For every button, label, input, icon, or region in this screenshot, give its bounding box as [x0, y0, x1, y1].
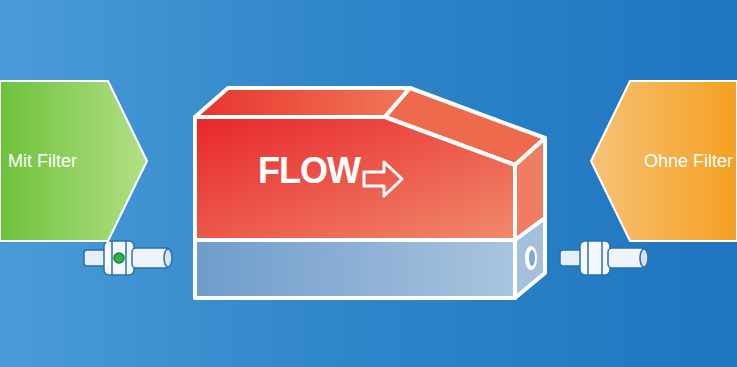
output-arrow: Ohne Filter [590, 80, 737, 242]
fitting-left [84, 241, 172, 275]
flow-arrow-icon [362, 159, 406, 199]
fitting-right [560, 241, 648, 275]
input-arrow: Mit Filter [0, 80, 148, 242]
node-text: Mit Filter [8, 151, 77, 172]
node-text: FLOW [258, 150, 360, 192]
device-label: FLOW [258, 150, 406, 199]
node-text: Ohne Filter [644, 151, 733, 172]
